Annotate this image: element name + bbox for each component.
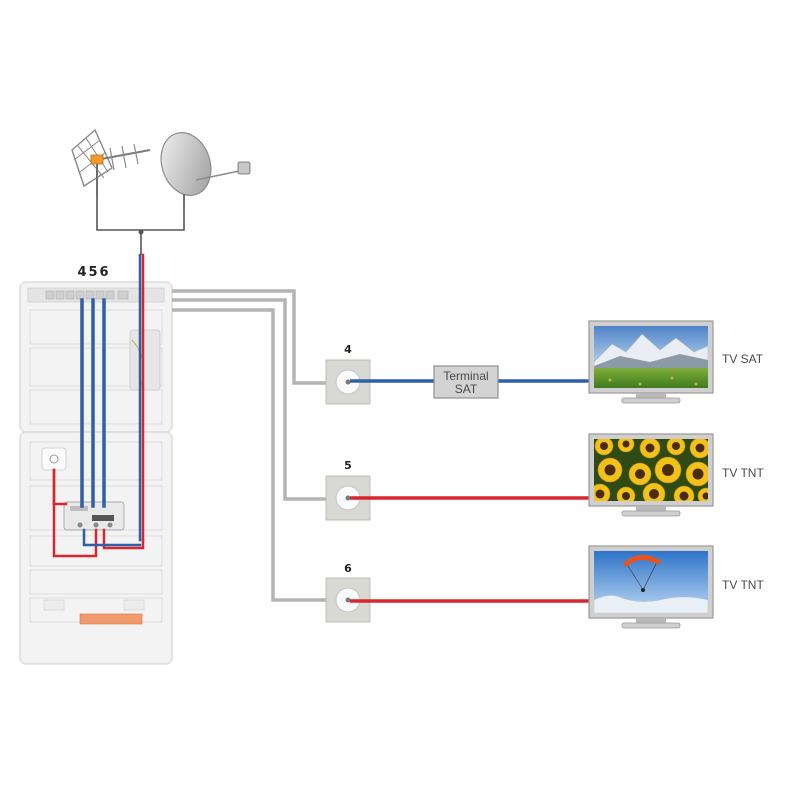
terminal-label-line2: SAT	[455, 382, 478, 396]
terrestrial-antenna-icon	[71, 128, 151, 195]
wall-outlet-5: 5	[325, 459, 371, 521]
terminal-sat-box: Terminal SAT	[433, 365, 499, 399]
grey-trunk-cables	[172, 289, 326, 602]
mountain-scene-icon	[594, 326, 708, 388]
panel-outlet-number-4: 4	[77, 265, 86, 280]
paraglider-scene-icon	[594, 551, 708, 613]
tv-label-2: TV TNT	[722, 466, 764, 480]
satellite-dish-icon	[160, 132, 251, 210]
tv-sat: TV SAT	[588, 320, 764, 404]
tv-label-1: TV SAT	[722, 352, 764, 366]
panel-outlet-number-6: 6	[99, 265, 108, 280]
distribution-panel: 4 5 6	[19, 265, 173, 665]
outlet-number-5: 5	[344, 459, 352, 472]
sunflower-scene-icon	[594, 439, 708, 501]
antenna-group	[71, 128, 251, 255]
tv-tnt-2: TV TNT	[588, 545, 764, 629]
wall-outlet-4: 4	[325, 343, 371, 405]
outlet-number-4: 4	[344, 343, 352, 356]
wall-outlet-6: 6	[325, 562, 371, 623]
panel-internal-cables	[52, 253, 145, 558]
tv-tnt-1: TV TNT	[588, 433, 764, 517]
terminal-label-line1: Terminal	[443, 369, 488, 383]
tv-splitter-icon	[63, 501, 125, 531]
panel-outlet-number-5: 5	[88, 265, 97, 280]
outlet-tv-cables	[350, 379, 590, 603]
tv-label-3: TV TNT	[722, 578, 764, 592]
outlet-number-6: 6	[344, 562, 352, 575]
